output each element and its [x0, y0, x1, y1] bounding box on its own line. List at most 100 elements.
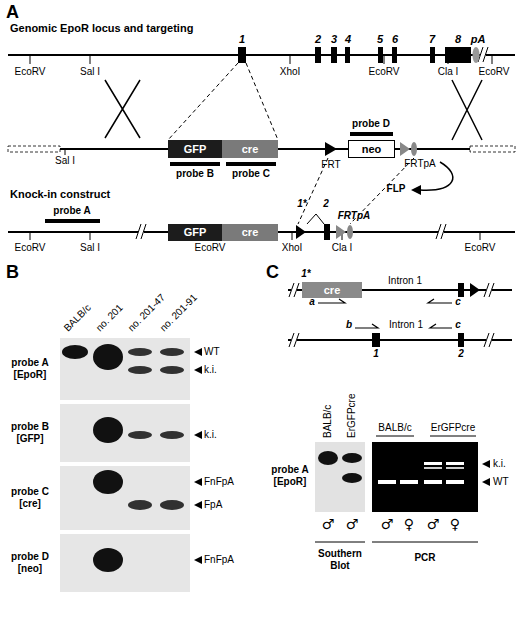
gene-box: cre: [222, 140, 278, 158]
figure-label: k.i.: [204, 364, 217, 376]
blot-band: [93, 417, 123, 443]
group-bracket: [315, 542, 478, 543]
exon: [345, 47, 350, 63]
exon: [392, 47, 397, 63]
pcr-schematic: [289, 333, 299, 347]
figure-label: Genomic EpoR locus and targeting: [10, 22, 193, 35]
targeting-construct: [168, 63, 278, 140]
pcr-schematic: [470, 283, 480, 297]
figure-label: ♂: [427, 516, 440, 533]
figure-label: Southern Blot: [313, 548, 367, 572]
figure-label: 5: [377, 33, 383, 46]
figure-label: 2: [315, 33, 321, 46]
figure-label: FnFpA: [204, 554, 234, 566]
figure-label: EcoRV: [369, 66, 400, 78]
figure-label: k.i.: [493, 458, 506, 470]
figure-label: probe A: [53, 205, 90, 217]
primer-arrow: [318, 299, 345, 303]
genomic-locus: [8, 54, 515, 56]
figure-label: ♂: [322, 516, 335, 533]
exon: [445, 47, 471, 63]
figure-label: probe B: [176, 168, 214, 180]
southern-blot: [60, 404, 190, 462]
figure-label: pA: [471, 33, 486, 46]
genotype-gel: [342, 473, 362, 483]
figure-label: BALB/c: [322, 405, 334, 438]
genotype-gel: [424, 480, 442, 484]
pcr-schematic: [288, 339, 512, 341]
group-bracket: [315, 436, 478, 542]
probe-bar: [226, 162, 276, 166]
primer-arrow: [428, 299, 452, 303]
genotype-gel: [372, 442, 478, 512]
band-arrowhead: [194, 366, 202, 374]
blot-band: [128, 348, 152, 356]
figure-label: BALB/c: [378, 422, 411, 434]
figure-label: probe A [EpoR]: [266, 464, 314, 488]
pcr-schematic: [484, 333, 494, 347]
figure-label: 2: [458, 348, 464, 360]
targeting-construct: [8, 146, 60, 152]
figure-label: probe C: [232, 168, 270, 180]
exon: [378, 47, 383, 63]
gene-box: GFP: [168, 140, 222, 158]
genotype-gel: [315, 442, 365, 512]
southern-blot: [60, 534, 190, 592]
figure-label: FRTpA: [404, 158, 436, 170]
figure-label: 1: [239, 33, 245, 46]
figure-label: b: [346, 319, 352, 331]
genotype-gel: [315, 442, 478, 512]
figure-label: ErGFPcre: [346, 394, 358, 438]
figure-label: ErGFPcre: [431, 422, 475, 434]
genotype-gel: [424, 467, 442, 469]
band-arrowhead: [194, 431, 202, 439]
figure-label: probe D [neo]: [2, 551, 58, 575]
figure-label: Sal I: [80, 66, 100, 78]
band-arrowhead: [194, 478, 202, 486]
gene-box: neo: [348, 140, 395, 158]
probe-bar: [45, 132, 393, 223]
blot-band: [62, 345, 88, 359]
panel-letter: A: [6, 2, 19, 24]
southern-blot: [60, 338, 190, 592]
targeting-construct: [400, 142, 410, 156]
pcr-schematic: [372, 333, 380, 347]
figure-label: probe A [EpoR]: [2, 357, 58, 381]
panel-letter: B: [6, 262, 19, 284]
pcr-schematic: [458, 283, 464, 297]
figure-label: EcoRV: [15, 66, 46, 78]
figure-label: BALB/c: [62, 302, 94, 334]
genotype-gel: [400, 480, 418, 484]
figure-label: 1*: [301, 268, 310, 280]
genotype-gel: [378, 480, 396, 484]
figure-label: WT: [493, 476, 509, 488]
recombination-cross: [452, 80, 482, 140]
blot-band: [128, 366, 152, 374]
band-arrowhead: [194, 556, 202, 564]
exon: [473, 47, 480, 63]
knock-in-construct: [8, 214, 515, 240]
blot-band: [93, 548, 123, 572]
blot-band: [160, 348, 184, 356]
group-bracket: [376, 436, 476, 437]
figure-label: 1*: [297, 198, 306, 210]
genomic-locus: [30, 55, 492, 64]
recombination-cross: [105, 80, 140, 138]
figure-label: Intron 1: [389, 319, 423, 331]
targeting-construct: [411, 142, 417, 156]
figure-label: ♂: [346, 516, 359, 533]
box-label: GFP: [184, 144, 207, 155]
figure-label: no. 201: [94, 302, 126, 334]
figure-label: Sal I: [55, 155, 75, 167]
blot-band: [128, 431, 152, 439]
genotype-gel: [424, 462, 442, 465]
figure-label: a: [309, 296, 315, 308]
flp-arrow: [411, 185, 421, 195]
figure-label: EcoRV: [195, 242, 226, 254]
recombination-cross: [105, 80, 482, 140]
probe-bar: [350, 132, 393, 136]
exon: [238, 47, 480, 63]
figure-label: EcoRV: [15, 242, 46, 254]
box-label: GFP: [184, 227, 207, 238]
